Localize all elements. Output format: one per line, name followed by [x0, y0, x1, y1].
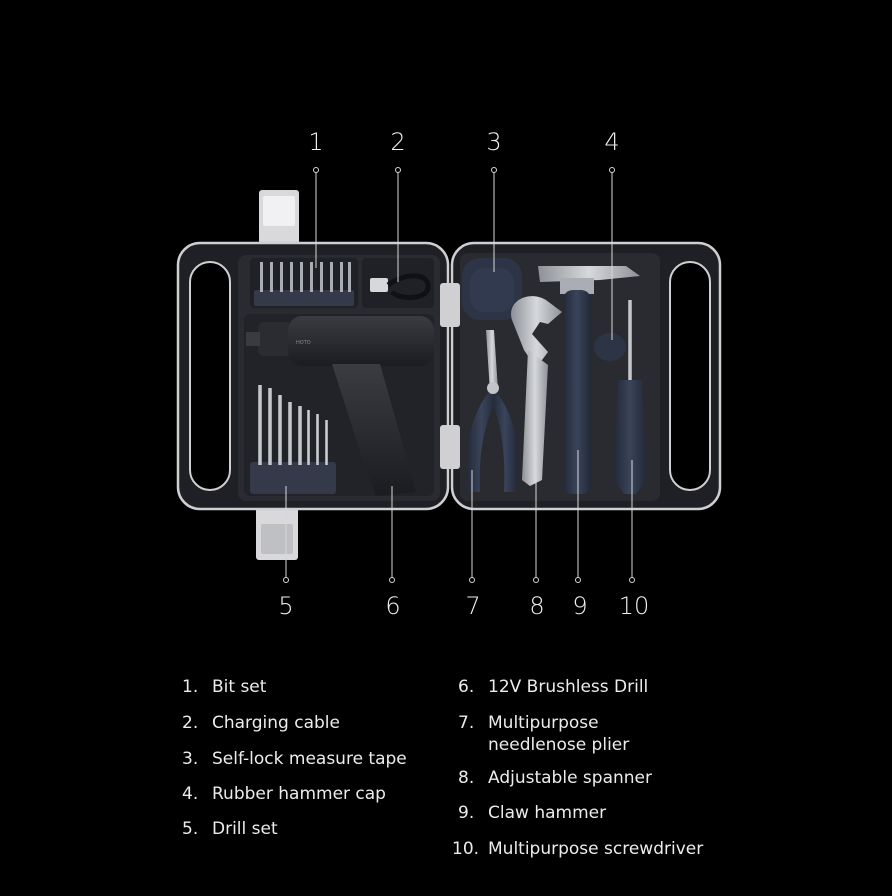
legend-number: 6. — [458, 677, 475, 697]
legend-number: 3. — [182, 749, 199, 769]
legend-text: Rubber hammer cap — [212, 784, 386, 804]
callout-1: 1 — [308, 128, 324, 156]
legend-text: Claw hammer — [488, 803, 607, 823]
legend-number: 4. — [182, 784, 199, 804]
legend-item-8: 8. Adjustable spanner — [458, 767, 652, 789]
top-latch — [259, 190, 299, 248]
callout-3: 3 — [486, 128, 502, 156]
legend-text: Self-lock measure tape — [212, 749, 407, 769]
hinges — [440, 283, 460, 469]
legend-item-3: 3. Self-lock measure tape — [182, 748, 407, 770]
legend-text: Adjustable spanner — [488, 768, 652, 788]
legend-item-2: 2. Charging cable — [182, 712, 340, 734]
legend-text: Charging cable — [212, 713, 340, 733]
callout-4: 4 — [604, 128, 620, 156]
legend-text: Multipurpose needlenose plier — [488, 713, 630, 755]
measure-tape-graphic — [462, 258, 522, 320]
needlenose-plier-graphic — [466, 330, 518, 492]
screwdriver-graphic — [614, 300, 646, 494]
callout-9: 9 — [572, 592, 588, 620]
legend-item-5: 5. Drill set — [182, 818, 278, 840]
callout-8: 8 — [529, 592, 545, 620]
claw-hammer-graphic — [538, 266, 640, 494]
legend-text: Multipurpose screwdriver — [488, 839, 704, 859]
callout-5: 5 — [278, 592, 294, 620]
bit-set-graphic — [254, 262, 354, 306]
legend-number: 7. — [458, 713, 475, 733]
legend-item-9: 9. Claw hammer — [458, 802, 606, 824]
drill-graphic: HOTO — [246, 316, 434, 496]
legend-item-4: 4. Rubber hammer cap — [182, 783, 386, 805]
legend-item-1: 1. Bit set — [182, 676, 266, 698]
adjustable-spanner-graphic — [511, 296, 562, 486]
legend-text: Bit set — [212, 677, 267, 697]
legend-number: 2. — [182, 713, 199, 733]
legend-number: 10. — [452, 839, 480, 859]
legend-item-10: 10. Multipurpose screwdriver — [452, 838, 703, 860]
legend-text: 12V Brushless Drill — [488, 677, 649, 697]
legend-number: 5. — [182, 819, 199, 839]
callout-2: 2 — [390, 128, 406, 156]
rubber-hammer-cap-graphic — [594, 333, 626, 361]
callout-6: 6 — [385, 592, 401, 620]
callout-7: 7 — [465, 592, 481, 620]
legend-number: 8. — [458, 768, 475, 788]
callout-leader-lines — [283, 167, 635, 583]
legend-text: Drill set — [212, 819, 278, 839]
bottom-latch — [256, 500, 298, 560]
callout-10: 10 — [618, 592, 650, 620]
svg-text:HOTO: HOTO — [296, 340, 311, 346]
legend-number: 1. — [182, 677, 199, 697]
drill-bit-set-graphic — [250, 385, 336, 494]
legend-number: 9. — [458, 803, 475, 823]
legend-item-7: 7. Multipurpose needlenose plier — [458, 712, 658, 756]
legend-item-6: 6. 12V Brushless Drill — [458, 676, 648, 698]
charging-cable-graphic — [370, 273, 431, 300]
